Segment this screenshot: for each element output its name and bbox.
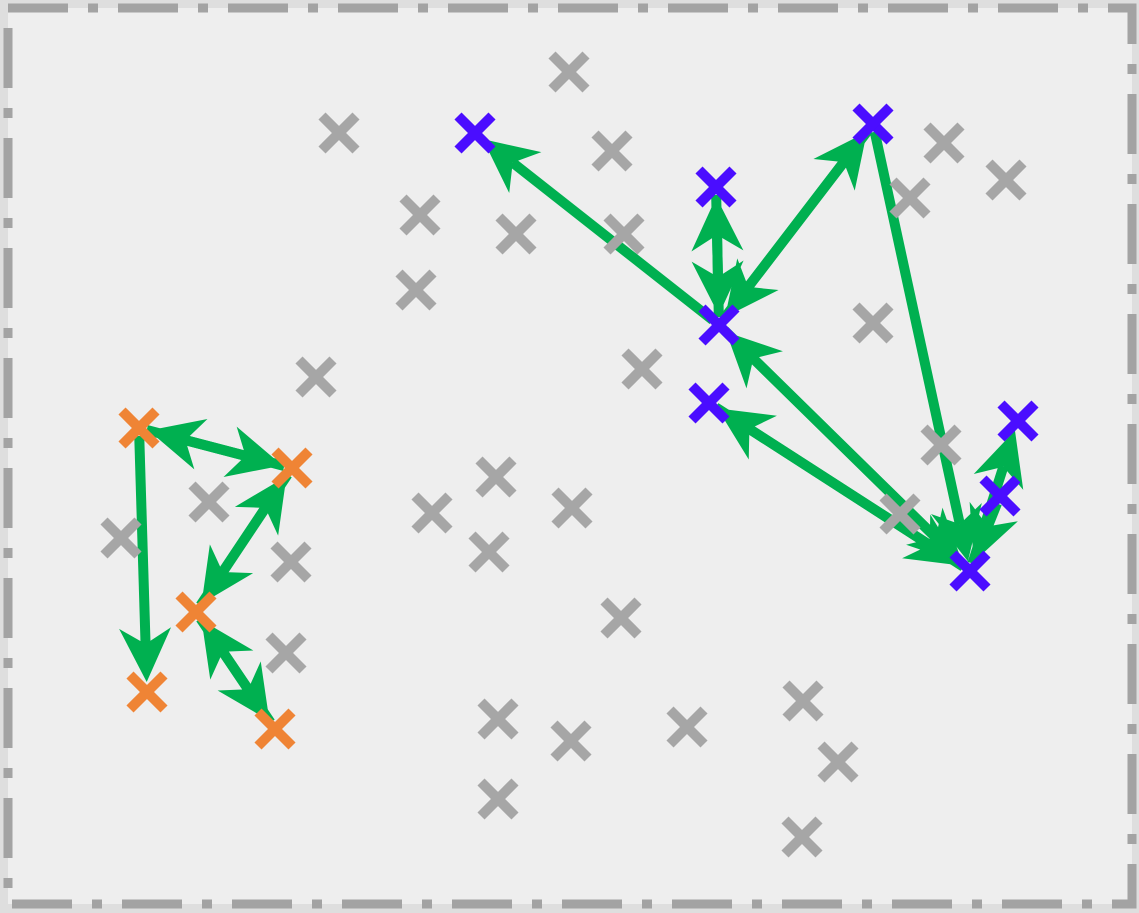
gray-cross-marker-icon xyxy=(468,531,510,573)
blue-cross-marker-icon xyxy=(852,103,894,145)
edge-arrow xyxy=(119,435,172,683)
gray-cross-marker-icon xyxy=(270,541,312,583)
arrowhead-icon xyxy=(201,620,254,680)
gray-cross-marker-icon xyxy=(985,159,1027,201)
edge-line xyxy=(869,130,965,526)
gray-cross-marker-icon xyxy=(399,194,441,236)
gray-points-layer xyxy=(100,51,1027,858)
orange-cross-marker-icon xyxy=(175,591,217,633)
gray-cross-marker-icon xyxy=(782,680,824,722)
arrowhead-icon xyxy=(973,430,1024,490)
arrowhead-icon xyxy=(969,501,1018,562)
gray-cross-marker-icon xyxy=(188,481,230,523)
edge-line xyxy=(711,194,723,278)
gray-cross-marker-icon xyxy=(411,492,453,534)
orange-cross-marker-icon xyxy=(118,407,160,449)
blue-points-layer xyxy=(454,103,1039,592)
gray-cross-marker-icon xyxy=(395,269,437,311)
edge-line xyxy=(721,327,940,541)
edge-arrow xyxy=(869,130,982,562)
orange-points-layer xyxy=(118,407,313,750)
edge-arrow xyxy=(725,127,873,318)
blue-cross-marker-icon xyxy=(979,475,1021,517)
blue-cross-marker-icon xyxy=(695,166,737,208)
gray-cross-marker-icon xyxy=(666,706,708,748)
gray-cross-marker-icon xyxy=(495,213,537,255)
gray-cross-marker-icon xyxy=(295,356,337,398)
edge-line xyxy=(145,425,247,461)
gray-cross-marker-icon xyxy=(100,517,142,559)
edge-arrow xyxy=(145,425,283,477)
arrowhead-icon xyxy=(223,426,283,477)
gray-cross-marker-icon xyxy=(591,130,633,172)
orange-cross-marker-icon xyxy=(271,447,313,489)
orange-cross-marker-icon xyxy=(126,671,168,713)
arrowhead-icon xyxy=(931,502,982,562)
edge-arrow xyxy=(691,194,744,316)
gray-cross-marker-icon xyxy=(603,213,645,255)
gray-cross-marker-icon xyxy=(600,597,642,639)
orange-cross-marker-icon xyxy=(254,708,296,750)
blue-cross-marker-icon xyxy=(454,112,496,154)
gray-cross-marker-icon xyxy=(548,51,590,93)
arrowhead-icon xyxy=(691,260,744,316)
blue-cross-marker-icon xyxy=(949,550,991,592)
blue-cross-marker-icon xyxy=(688,382,730,424)
gray-cross-marker-icon xyxy=(475,456,517,498)
blue-cross-marker-icon xyxy=(698,304,740,346)
gray-cross-marker-icon xyxy=(621,348,663,390)
blue-cross-marker-icon xyxy=(997,400,1039,442)
gray-cross-marker-icon xyxy=(477,698,519,740)
edge-arrow xyxy=(201,471,292,604)
gray-cross-marker-icon xyxy=(265,632,307,674)
gray-cross-marker-icon xyxy=(920,424,962,466)
gray-cross-marker-icon xyxy=(852,302,894,344)
arrowhead-icon xyxy=(201,544,254,604)
gray-cross-marker-icon xyxy=(879,493,921,535)
arrowhead-icon xyxy=(482,139,542,194)
edge-line xyxy=(218,471,292,575)
arrowhead-icon xyxy=(902,514,962,566)
gray-cross-marker-icon xyxy=(889,177,931,219)
diagram-background xyxy=(3,3,1137,909)
edge-line xyxy=(744,127,873,290)
edge-line xyxy=(134,435,151,645)
arrowhead-icon xyxy=(725,258,779,318)
edges-layer xyxy=(119,127,1024,726)
gray-cross-marker-icon xyxy=(551,487,593,529)
gray-cross-marker-icon xyxy=(550,720,592,762)
arrowhead-icon xyxy=(119,627,172,683)
gray-cross-marker-icon xyxy=(318,112,360,154)
gray-cross-marker-icon xyxy=(477,778,519,820)
gray-cross-marker-icon xyxy=(781,816,823,858)
gray-cross-marker-icon xyxy=(817,741,859,783)
gray-cross-marker-icon xyxy=(923,122,965,164)
